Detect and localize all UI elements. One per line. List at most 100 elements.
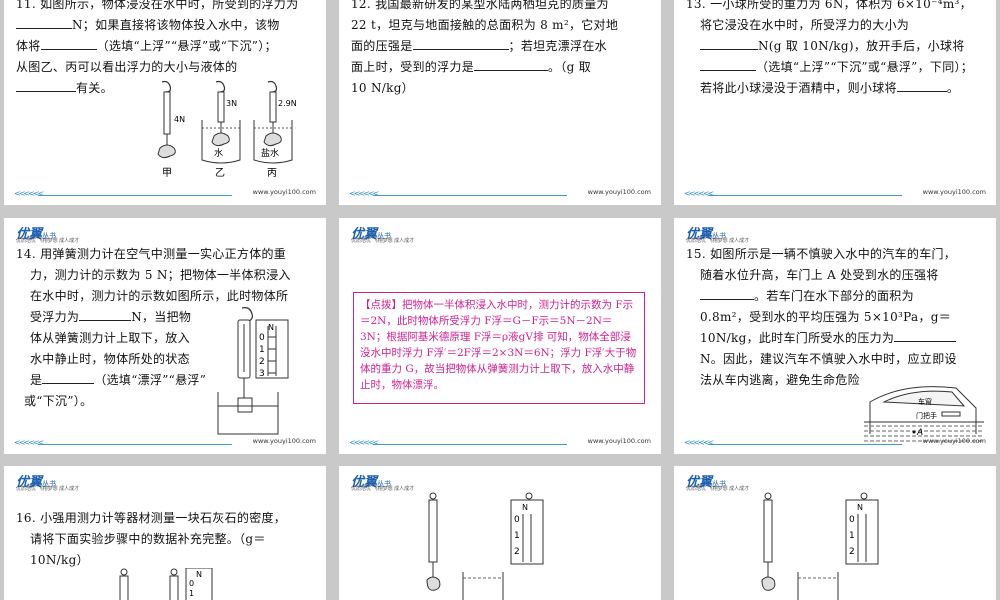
q11-line2-text: N；如果直接将该物体投入水中，该物 — [72, 18, 280, 32]
answer-blank[interactable] — [40, 36, 97, 50]
answer-blank[interactable] — [896, 78, 947, 92]
q16-line3: 10N/kg） — [30, 553, 89, 567]
q13-line5b: 。 — [946, 81, 960, 95]
answer-blank[interactable] — [16, 78, 76, 92]
question-12-text: 12. 我国最新研发的某型水陆两栖坦克的质量为 22 t，坦克与地面接触的总面积… — [351, 0, 651, 99]
q16-line1: 16. 小强用测力计等器材测量一块石灰石的密度， — [16, 511, 287, 525]
logo-brand: 优翼 — [351, 227, 378, 242]
logo-slogan: 优质培优 飞翔梦想 成人成才 — [686, 238, 750, 244]
logo-series: 丛书 — [712, 232, 727, 240]
label-handle: 门把手 — [916, 411, 937, 420]
q15-line5a: 10N/kg，此时车门所受水的压力为 — [700, 331, 895, 345]
question-16-text: 16. 小强用测力计等器材测量一块石灰石的密度， 请将下面实验步骤中的数据补充完… — [16, 508, 316, 571]
tick-3: 3 — [259, 369, 265, 379]
label-window: 车窗 — [918, 397, 932, 406]
brand-logo: 优翼丛书优质培优 飞翔梦想 成人成才 — [351, 471, 414, 492]
q14-line6: 水中静止时，物体所处的状态 — [30, 352, 190, 366]
chevron-icon: <<<<<< — [349, 189, 379, 198]
q11-line5: 有关。 — [16, 78, 316, 99]
footer-url: www.youyi100.com — [922, 437, 986, 445]
q15-line1: 15. 如图所示是一辆不慎驶入水中的汽车的车门， — [686, 247, 957, 261]
point-a: A — [916, 428, 923, 438]
answer-blank[interactable] — [894, 328, 957, 342]
logo-series: 丛书 — [42, 232, 57, 240]
logo-brand: 优翼 — [16, 475, 43, 490]
tick-2: 2 — [259, 357, 265, 367]
slide-question-14: 优翼丛书优质培优 飞翔梦想 成人成才 14. 用弹簧测力计在空气中测量一实心正方… — [4, 218, 326, 454]
liquid-water: 水 — [214, 147, 223, 159]
scale-unit-n: N — [268, 323, 274, 332]
slide-question-11: 11. 如图所示，物体浸没在水中时，所受到的浮力为 N；如果直接将该物体投入水中… — [4, 0, 326, 205]
q12-line3a: 面的压强是 — [351, 39, 413, 53]
footer-url: www.youyi100.com — [587, 437, 651, 445]
tick-0: 0 — [259, 333, 265, 343]
figure-spring-scale-beaker-a: N 0 1 2 — [426, 492, 544, 600]
answer-blank[interactable] — [700, 286, 754, 300]
answer-blank[interactable] — [79, 307, 132, 321]
q14-line4b: N，当把物 — [131, 310, 192, 324]
q15-line4: 0.8m²，受到水的平均压强为 5×10³Pa，g＝ — [700, 310, 952, 324]
q15-line5: 10N/kg，此时车门所受水的压力为 — [686, 328, 986, 349]
q14-line8: 或“下沉”）。 — [24, 394, 93, 408]
tick-2: 2 — [514, 547, 520, 557]
q14-line7a: 是 — [30, 373, 43, 387]
footer-url: www.youyi100.com — [252, 188, 316, 196]
logo-slogan: 优质培优 飞翔梦想 成人成才 — [351, 486, 415, 492]
q15-line6: N。因此，建议汽车不慎驶入水中时，应立即设 — [700, 352, 957, 366]
logo-series: 丛书 — [377, 232, 392, 240]
q14-line7: 是 （选填“漂浮”“悬浮” — [16, 370, 316, 391]
slide-footer: <<<<<<www.youyi100.com — [684, 437, 986, 448]
q11-line1: 11. 如图所示，物体浸没在水中时，所受到的浮力为 — [16, 0, 299, 11]
tick-0: 0 — [514, 515, 520, 525]
logo-brand: 优翼 — [16, 227, 43, 242]
q12-line5: 10 N/kg） — [351, 81, 414, 95]
slide-footer: <<<<<< www.youyi100.com — [14, 188, 316, 199]
q13-line3-text: N(g 取 10N/kg)，放开手后，小球将 — [758, 39, 965, 53]
chevron-icon: <<<<<< — [684, 189, 714, 198]
slide-tip: 优翼丛书优质培优 飞翔梦想 成人成才 【点拨】把物体一半体积浸入水中时，测力计的… — [339, 218, 661, 454]
q14-line7b: （选填“漂浮”“悬浮” — [94, 373, 207, 387]
slide-footer: <<<<<< www.youyi100.com — [349, 437, 651, 448]
scale-unit-n: N — [522, 503, 528, 512]
answer-blank[interactable] — [700, 57, 756, 71]
logo-series: 丛书 — [712, 480, 727, 488]
slide-footer: <<<<<< www.youyi100.com — [684, 188, 986, 199]
logo-brand: 优翼 — [351, 475, 378, 490]
brand-logo: 优翼丛书优质培优 飞翔梦想 成人成才 — [686, 471, 749, 492]
q15-figure-car-door: 车窗 门把手 A — [864, 386, 984, 442]
q11-figure-spring-scales: 4N 甲 3N 水 乙 2.9N 盐水 丙 — [157, 80, 297, 179]
answer-blank[interactable] — [42, 370, 95, 384]
logo-slogan: 优质培优 飞翔梦想 成人成才 — [16, 238, 80, 244]
liquid-saltwater: 盐水 — [261, 147, 279, 159]
logo-slogan: 优质培优 飞翔梦想 成人成才 — [686, 486, 750, 492]
q11-line5-text: 有关。 — [76, 81, 113, 95]
slide-question-15: 优翼丛书优质培优 飞翔梦想 成人成才 15. 如图所示是一辆不慎驶入水中的汽车的… — [674, 218, 996, 454]
q12-line3b: ；若坦克漂浮在水 — [508, 39, 607, 53]
q15-line3: 。若车门在水下部分的面积为 — [686, 286, 986, 307]
tip-text: 把物体一半体积浸入水中时，测力计的示数为 F示＝2N，此时物体所受浮力 F浮＝G… — [360, 299, 637, 391]
q11-line3: 体将（选填“上浮”“悬浮”或“下沉”）； — [16, 36, 316, 57]
caption-yi: 乙 — [215, 167, 225, 179]
caption-jia: 甲 — [162, 168, 172, 179]
answer-blank[interactable] — [16, 15, 72, 29]
tick-1: 1 — [189, 589, 194, 598]
footer-url: www.youyi100.com — [922, 188, 986, 196]
answer-blank[interactable] — [474, 57, 549, 71]
q13-line3: N(g 取 10N/kg)，放开手后，小球将 — [686, 36, 986, 57]
question-13-text: 13. 一小球所受的重力为 6N，体积为 6×10⁻⁴m³， 将它浸没在水中时，… — [686, 0, 986, 99]
question-14-text: 14. 用弹簧测力计在空气中测量一实心正方体的重 力，测力计的示数为 5 N；把… — [16, 244, 316, 412]
scale-unit-n: N — [196, 570, 202, 579]
chevron-icon: <<<<<< — [14, 189, 44, 198]
chevron-icon: <<<<<< — [349, 438, 379, 447]
q14-line4a: 受浮力为 — [30, 310, 80, 324]
brand-logo: 优翼丛书优质培优 飞翔梦想 成人成才 — [686, 223, 749, 244]
scale-yi — [201, 80, 241, 164]
caption-bing: 丙 — [267, 168, 277, 179]
figure-spring-scale-beaker-b: N 0 1 2 — [761, 492, 879, 600]
answer-blank[interactable] — [700, 36, 758, 50]
q13-line1: 13. 一小球所受的重力为 6N，体积为 6×10⁻⁴m³， — [686, 0, 972, 11]
label-3n: 3N — [226, 99, 237, 108]
q11-line3b: （选填“上浮”“悬浮”或“下沉”）； — [96, 39, 277, 53]
answer-blank[interactable] — [412, 36, 509, 50]
q16-line2: 请将下面实验步骤中的数据补充完整。（g＝ — [30, 532, 266, 546]
